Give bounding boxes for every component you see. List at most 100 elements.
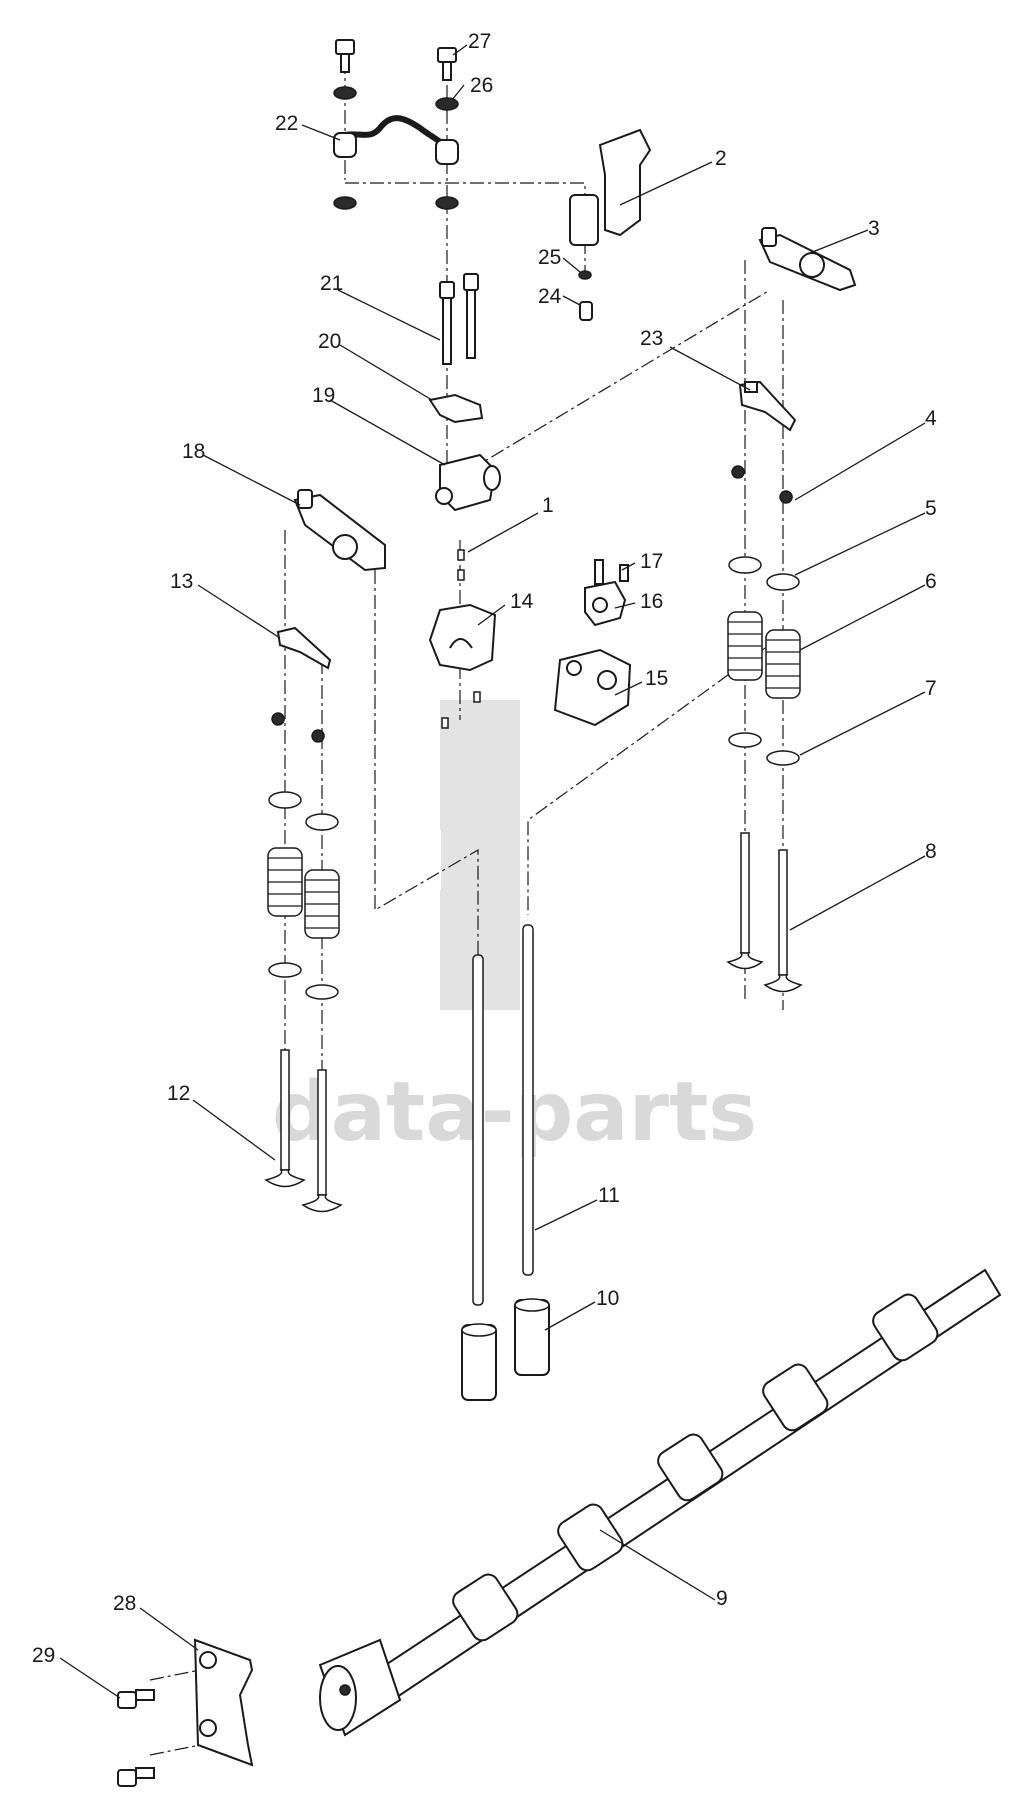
bolts-29 [117,1689,155,1787]
callout-23: 23 [640,327,663,350]
dowel-14a [473,691,481,703]
valve-8a [726,832,764,970]
callout-16: 16 [640,590,663,613]
bracket-20 [428,393,484,424]
callout-24: 24 [538,285,562,308]
bracket-20-body [428,393,484,424]
bridge-23 [738,380,797,432]
support-14 [428,603,497,729]
callout-17: 17 [640,550,663,573]
spring-left-b [304,869,340,939]
support-16-bore [592,597,608,613]
watermark-notch [405,830,441,890]
valve-train-right [726,465,803,993]
callout-21: 21 [320,272,343,295]
callout-8: 8 [925,840,937,863]
bridge-13-body [276,626,332,670]
support-14-body [428,603,497,672]
callout-12: 12 [167,1082,190,1105]
support-15-hole-b [597,670,617,690]
pins-1 [457,549,465,581]
camshaft-end-hole [339,1684,351,1696]
callout-6: 6 [925,570,937,593]
screw-17 [619,564,629,582]
shaft-block-19 [435,453,501,512]
push-rods-11 [472,924,534,1306]
callout-11: 11 [598,1184,620,1207]
camshaft-end [319,1665,357,1731]
cam-lobe-2 [557,1503,624,1572]
callout-7: 7 [925,677,937,700]
washer-low-left [333,196,357,210]
banjo-bolt-left-shank [340,53,350,73]
callout-26: 26 [470,74,493,97]
block-19-shaft-end [483,465,501,491]
rocker-18-body [293,493,386,572]
retainer-left-a [268,791,302,809]
bolt-21a-head [439,281,455,299]
rocker-18-bore [332,534,358,560]
spring-6b [765,629,801,699]
callout-28: 28 [113,1592,136,1615]
rocker-3-adjuster [761,227,777,247]
callout-27: 27 [468,30,491,53]
cam-lobe-5 [872,1293,939,1362]
push-rod-b [522,924,534,1276]
valve-12b [301,1069,343,1213]
callout-5: 5 [925,497,937,520]
dowel-14b [441,717,449,729]
rocker-arm-18 [293,489,386,572]
bolt-21a-shank [442,297,452,365]
callout-2: 2 [715,147,727,170]
bolt-29a-shank [135,1689,155,1701]
rocker-support-2 [569,128,652,321]
callout-20: 20 [318,330,341,353]
pin-24 [579,301,593,321]
pipe-banjo-left [333,132,357,158]
pipe-banjo-right [435,139,459,165]
keeper-4b [779,490,793,504]
keeper-left-b [311,729,325,743]
support-16-17 [584,559,629,627]
bolt-29b-head [117,1769,137,1787]
callout-18: 18 [182,440,205,463]
callout-14: 14 [510,590,534,613]
seat-left-a [268,962,302,978]
bolt-21b-shank [466,289,476,359]
callout-1: 1 [542,494,554,517]
washer-top-left [333,86,357,100]
valve-8b [763,849,803,993]
bolts-21 [439,273,479,365]
oil-pipe [344,115,450,151]
bolt-21b-head [463,273,479,291]
valve-train-left [264,626,343,1213]
cam-lobe-1 [452,1573,519,1642]
seat-7b [766,750,800,766]
callout-13: 13 [170,570,193,593]
bolt-29a-head [117,1691,137,1709]
keeper-left-a [271,712,285,726]
retainer-left-b [305,813,339,831]
cam-lobe-3 [657,1433,724,1502]
pin-1b [457,569,465,581]
callouts: 1 2 3 4 5 6 7 8 9 10 11 12 13 14 15 16 1… [32,30,937,1667]
support-body [598,128,652,237]
keeper-4a [731,465,745,479]
callout-29: 29 [32,1644,55,1667]
push-rod-a [472,954,484,1306]
washer-top-right [435,97,459,111]
spring-6a [727,611,763,681]
pin-1a [457,549,465,561]
tappets-10 [461,1298,550,1401]
callout-22: 22 [275,112,298,135]
rocker-3-bore [799,252,825,278]
callout-3: 3 [868,217,880,240]
bridge-23-pad [744,381,758,393]
watermark: data-parts [272,700,757,1160]
banjo-bolt-right-shank [442,61,452,81]
support-14-arch [449,638,473,649]
support-sleeve [569,194,599,246]
tappet-b-top [514,1298,550,1312]
spring-left-a [267,847,303,917]
